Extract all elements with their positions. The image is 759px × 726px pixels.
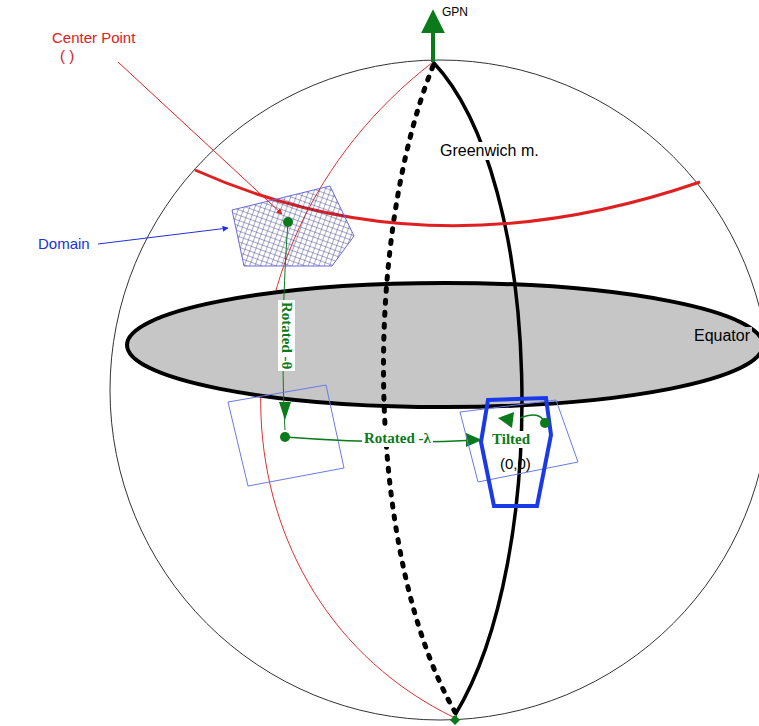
meridian-label: Greenwich m. bbox=[438, 142, 541, 160]
arrow-head bbox=[498, 412, 514, 428]
sphere-outline bbox=[110, 60, 759, 720]
coordinate-label: (0,0) bbox=[500, 456, 531, 473]
center-dot bbox=[540, 418, 550, 428]
callout-label: Domain bbox=[38, 236, 90, 253]
equator-label: Equator bbox=[692, 327, 752, 345]
callout-label: Center Point bbox=[52, 30, 135, 47]
pole-axis bbox=[431, 14, 435, 62]
center-dot bbox=[283, 217, 293, 227]
pole-marker bbox=[450, 715, 460, 725]
leader-line bbox=[98, 228, 228, 244]
domain-shape bbox=[232, 186, 354, 266]
domain-outline bbox=[228, 385, 344, 486]
arrow-head bbox=[279, 402, 291, 420]
step-label: Rotated -λ bbox=[362, 430, 433, 447]
step-label: Rotated -θ bbox=[279, 300, 296, 371]
coordinate-label: ( ) bbox=[60, 48, 74, 65]
step-label: Tilted bbox=[490, 431, 532, 448]
back-meridian bbox=[383, 66, 455, 712]
domain-outline bbox=[460, 400, 578, 482]
center-dot bbox=[280, 432, 290, 442]
equator-plane bbox=[127, 283, 759, 407]
leader-line bbox=[118, 62, 282, 214]
greenwich-meridian bbox=[433, 62, 522, 715]
axis-label: GPN bbox=[442, 6, 468, 19]
tilted-domain bbox=[481, 398, 551, 506]
